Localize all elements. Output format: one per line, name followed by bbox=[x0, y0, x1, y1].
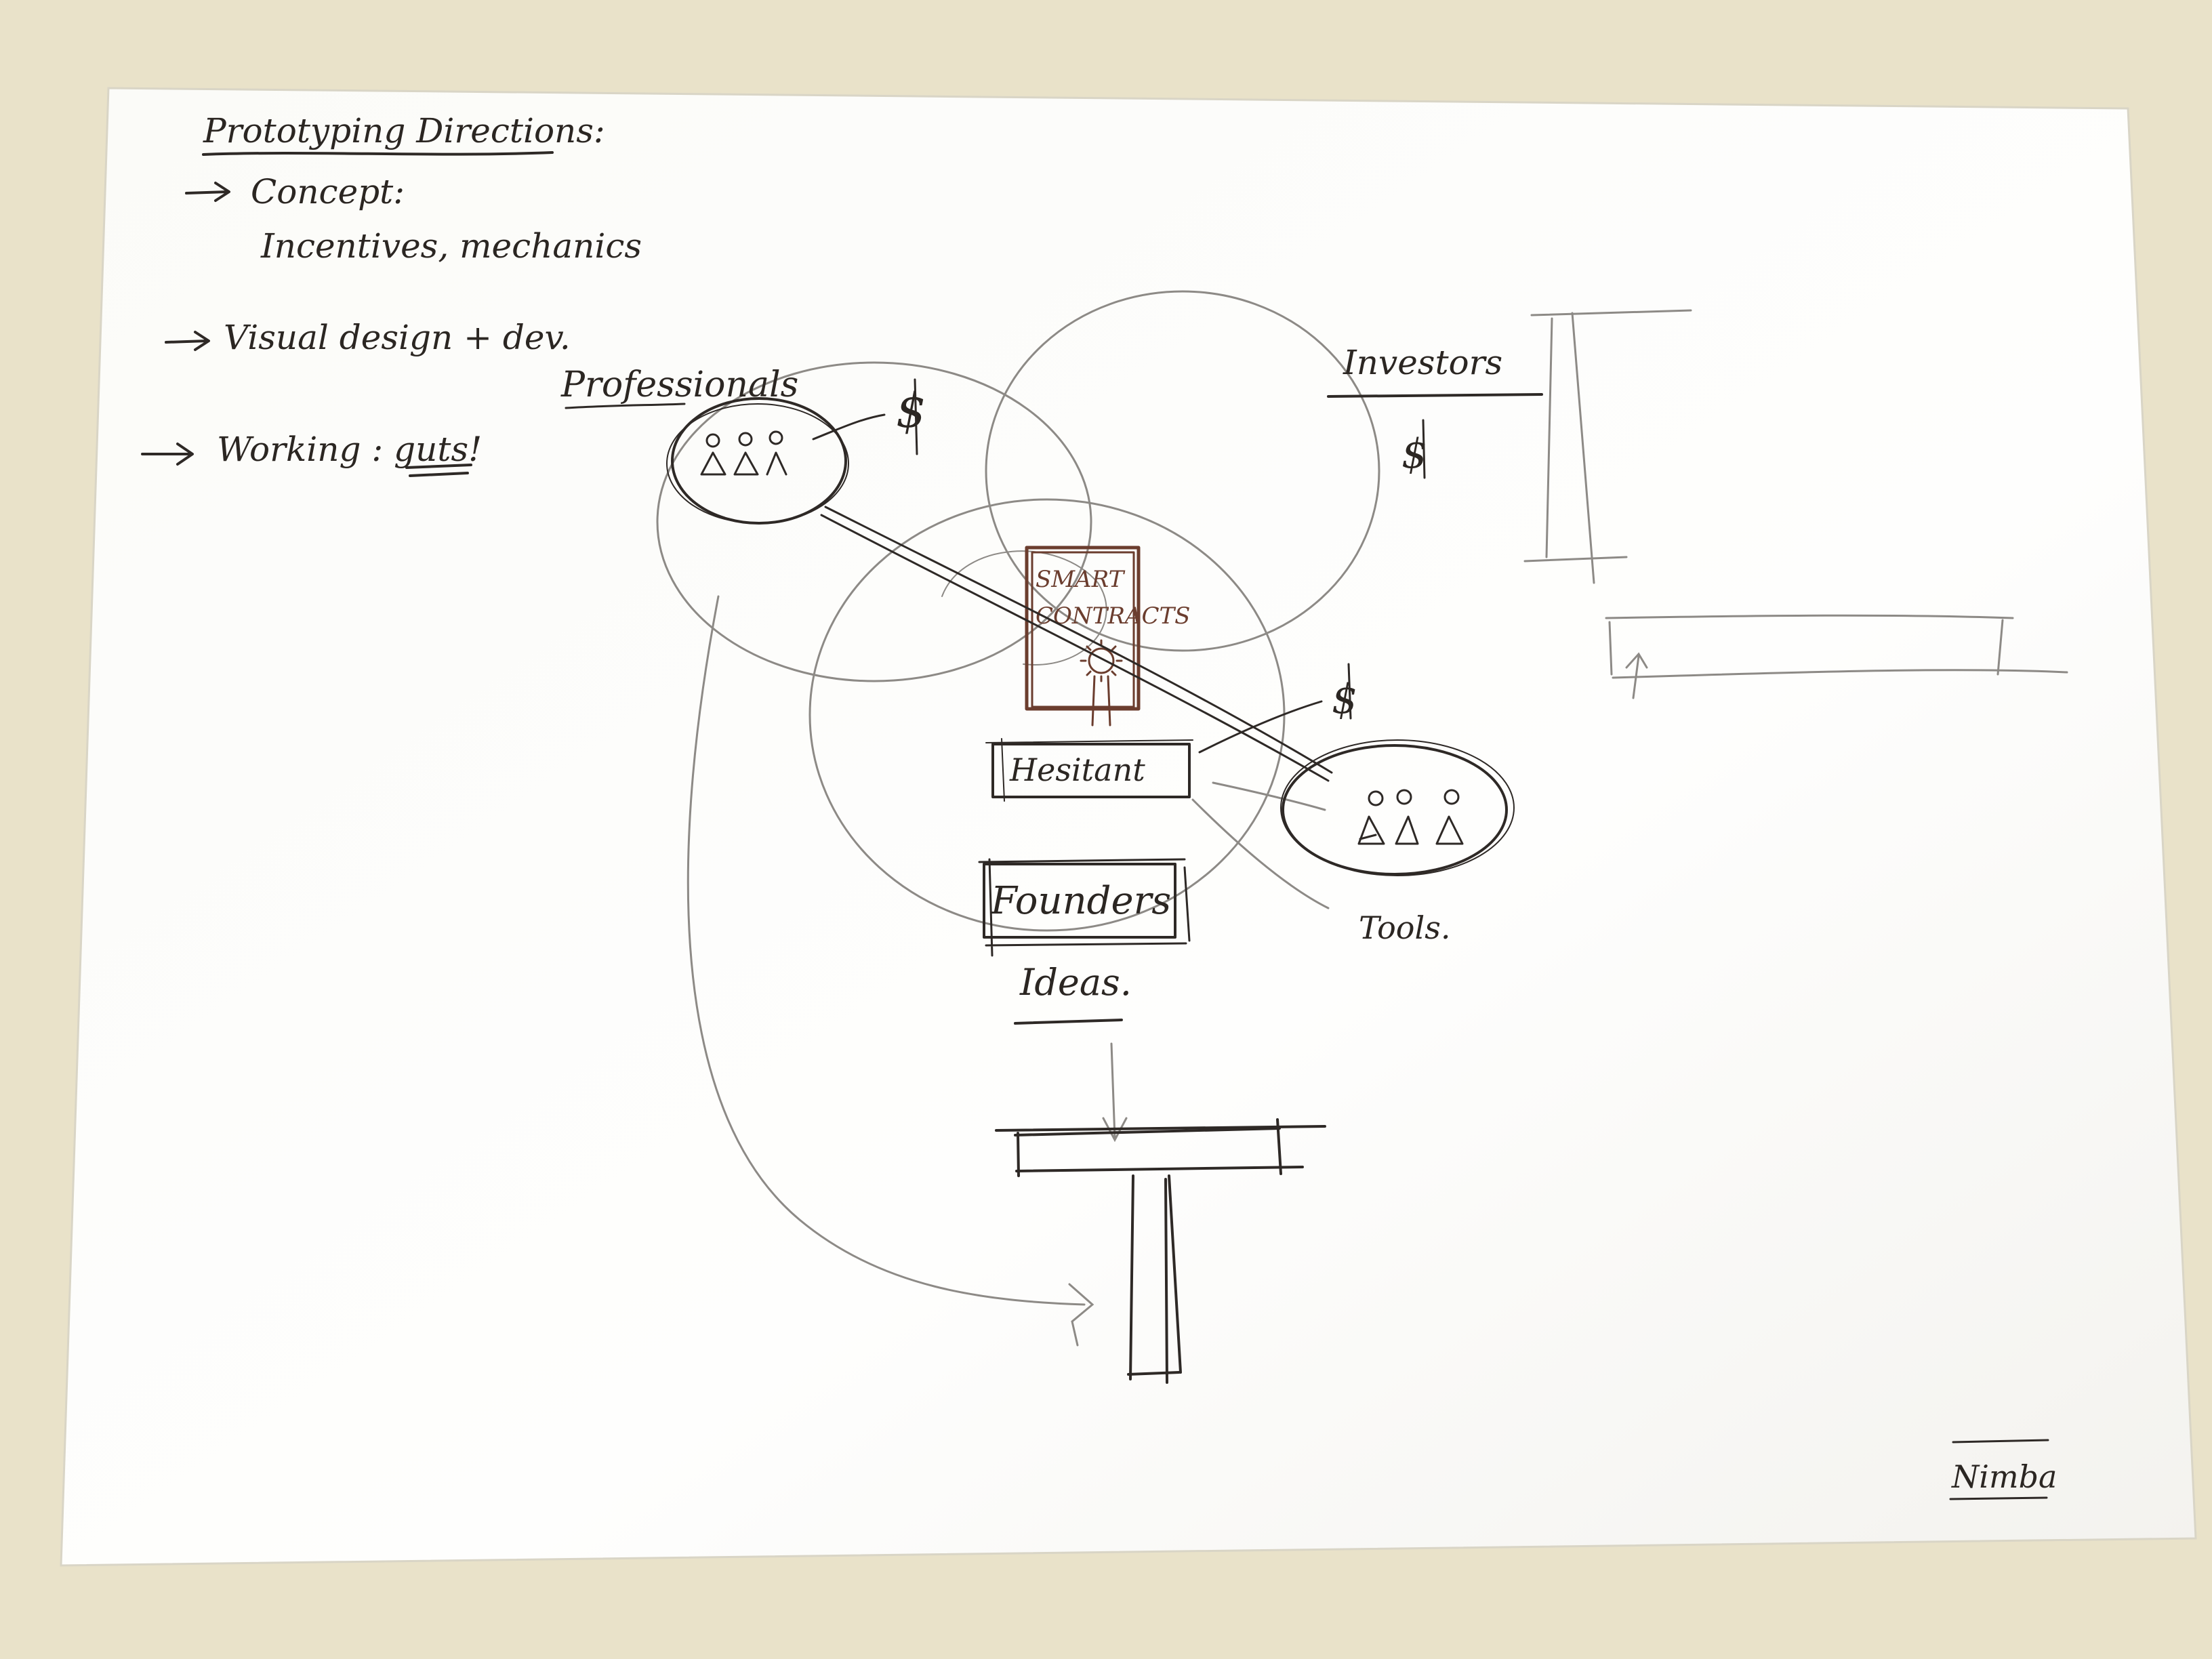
founders-box-sketch bbox=[978, 858, 1191, 957]
smart-contracts-box-outline bbox=[1031, 551, 1135, 708]
t-arrow bbox=[1102, 1042, 1128, 1143]
sun-icon bbox=[1080, 639, 1123, 682]
hesitant-line-2 bbox=[1212, 781, 1326, 811]
people-icon bbox=[700, 430, 787, 476]
people-icon bbox=[1357, 789, 1464, 845]
working-emphasis: guts bbox=[394, 430, 468, 469]
notes-item-concept-detail: Incentives, mechanics bbox=[260, 226, 642, 266]
notes-block: Prototyping Directions: Concept: Incenti… bbox=[141, 111, 642, 477]
arrow-icon bbox=[165, 331, 210, 351]
notes-heading: Prototyping Directions: bbox=[203, 111, 605, 150]
hesitant-box bbox=[991, 743, 1191, 798]
founders-box bbox=[983, 863, 1176, 939]
connector-line-2 bbox=[820, 514, 1330, 782]
hesitant-dollar: $ bbox=[1332, 676, 1357, 723]
dollar-stroke bbox=[914, 378, 918, 455]
investors-label: Investors bbox=[1343, 343, 1502, 382]
hesitant-node: Hesitant $ bbox=[985, 663, 1357, 909]
t-shape-sketch bbox=[995, 1042, 1326, 1384]
professionals-dollar-line bbox=[812, 413, 886, 441]
hesitant-label: Hesitant bbox=[1009, 752, 1145, 788]
signature-underline bbox=[1949, 1496, 2048, 1500]
hesitant-line-3 bbox=[1191, 798, 1330, 909]
founders-node: Founders Ideas. bbox=[978, 858, 1191, 1025]
venn-circles bbox=[656, 290, 1380, 932]
working-prefix: Working : bbox=[217, 430, 383, 469]
pencil-i-beam-sketch bbox=[1523, 309, 1692, 584]
founders-bubble-group: Tools. bbox=[1280, 739, 1515, 946]
pencil-curve-arrow bbox=[687, 595, 1086, 1306]
venn-circle-right bbox=[985, 290, 1380, 652]
connector-line bbox=[824, 506, 1333, 774]
venn-circle-left bbox=[656, 361, 1092, 682]
founders-bubble-outline bbox=[1280, 739, 1515, 876]
tools-label: Tools. bbox=[1359, 909, 1450, 946]
dollar-stroke bbox=[1347, 663, 1352, 720]
smart-contracts-box bbox=[1025, 546, 1141, 711]
dollar-stroke bbox=[1422, 419, 1426, 479]
t-bar bbox=[995, 1118, 1326, 1177]
professionals-group: Professionals $ bbox=[560, 365, 926, 525]
heading-underline bbox=[202, 151, 554, 156]
t-stem bbox=[1127, 1174, 1182, 1384]
signature-overline bbox=[1952, 1439, 2049, 1443]
center-scribble bbox=[941, 550, 1107, 665]
signature-block: Nimba bbox=[1949, 1439, 2057, 1500]
paper-sheet bbox=[60, 87, 2197, 1567]
professionals-underline bbox=[565, 403, 686, 409]
smart-contracts-line2: CONTRACTS bbox=[1036, 602, 1190, 630]
pencil-box-sketch bbox=[1605, 614, 2068, 699]
hesitant-line bbox=[1198, 700, 1323, 754]
professionals-dollar: $ bbox=[896, 383, 926, 438]
arrow-icon bbox=[141, 443, 194, 466]
arrow-icon bbox=[1068, 1283, 1094, 1347]
smart-contracts-line1: SMART bbox=[1036, 566, 1126, 593]
signature: Nimba bbox=[1951, 1458, 2057, 1495]
professionals-bubble-outline bbox=[666, 403, 849, 524]
arrow-icon bbox=[185, 182, 230, 202]
working-suffix: ! bbox=[468, 430, 482, 469]
investors-group: Investors $ bbox=[1327, 343, 1543, 479]
smart-contracts-stem bbox=[1091, 675, 1111, 726]
notes-item-concept: Concept: bbox=[251, 172, 405, 211]
ideas-label: Ideas. bbox=[1019, 961, 1132, 1004]
founders-label: Founders bbox=[990, 879, 1171, 923]
notes-item-visual: Visual design + dev. bbox=[224, 318, 571, 357]
hesitant-box-sketch bbox=[985, 738, 1193, 802]
founders-bubble bbox=[1282, 744, 1508, 876]
investors-underline bbox=[1327, 393, 1543, 398]
ideas-underline bbox=[1014, 1019, 1123, 1025]
notes-item-working: Working : guts! bbox=[217, 430, 482, 469]
guts-underline bbox=[405, 464, 472, 477]
